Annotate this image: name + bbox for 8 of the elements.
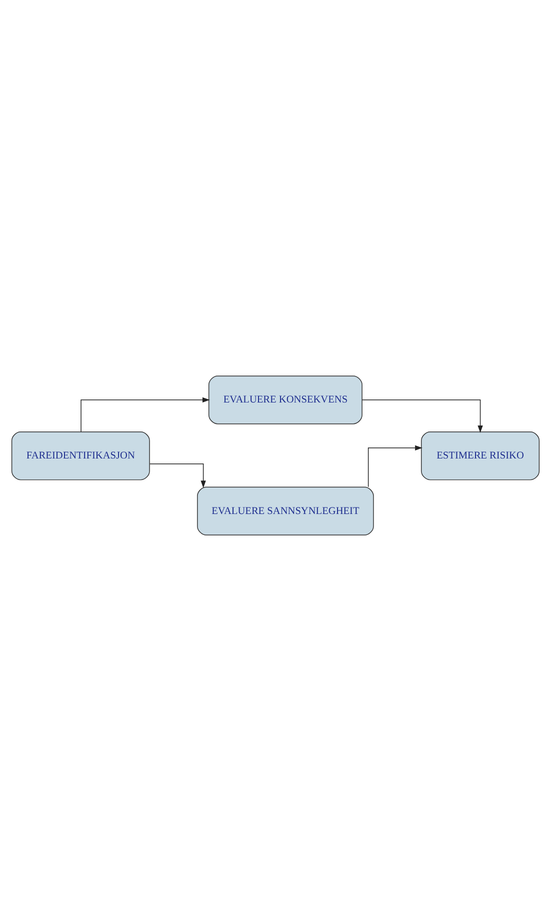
- node-box: EVALUERE KONSEKVENS: [208, 375, 362, 424]
- arrow: [150, 462, 206, 488]
- arrow: [362, 399, 483, 432]
- arrow: [368, 444, 422, 487]
- arrow: [80, 396, 210, 432]
- node-box: EVALUERE SANNSYNLEGHEIT: [197, 486, 374, 535]
- node-box: FAREIDENTIFIKASJON: [11, 431, 150, 480]
- node-box: ESTIMERE RISIKO: [420, 431, 540, 480]
